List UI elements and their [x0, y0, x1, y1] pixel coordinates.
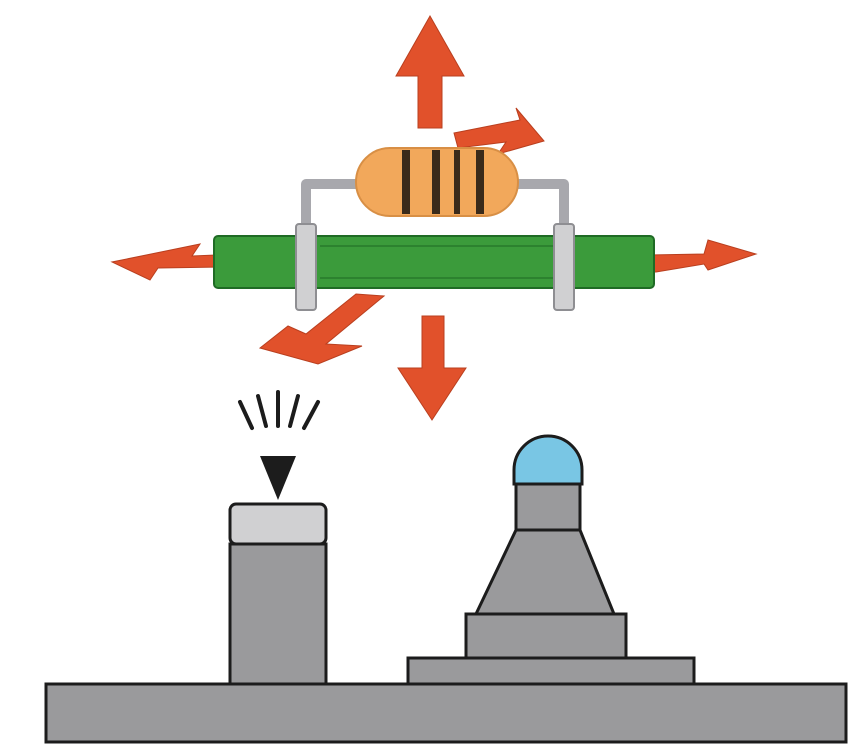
temperature-sensor-icon [228, 502, 328, 686]
resistor-band-2 [432, 150, 440, 214]
sensor-cap [228, 502, 328, 546]
component-base [464, 612, 628, 660]
emission-line-1 [238, 400, 254, 430]
pcb-trace-bar [213, 235, 655, 289]
resistor-icon [355, 147, 519, 217]
component-step-base [406, 656, 696, 686]
sensor-pointer-icon [260, 456, 296, 500]
sensor-body [228, 542, 328, 686]
heat-arrows-group [110, 14, 758, 421]
resistor-band-1 [402, 150, 410, 214]
heat-arrow-down-left-icon [258, 293, 386, 365]
lead-pad-left [295, 223, 317, 311]
resistor-band-4 [476, 150, 484, 214]
resistor-leads [295, 179, 575, 311]
lead-pad-right [553, 223, 575, 311]
component-cone [473, 528, 617, 616]
resistor-band-3 [454, 150, 460, 214]
pcb-trace [213, 235, 655, 289]
emission-line-2 [256, 394, 268, 428]
sensor-emission-lines [238, 390, 320, 430]
base-plate [44, 682, 848, 744]
led-dome-icon [512, 434, 584, 486]
emission-line-5 [302, 400, 320, 430]
heat-arrow-up-icon [395, 14, 465, 129]
emission-line-4 [288, 394, 300, 428]
heat-sink-component-icon [406, 434, 696, 686]
component-neck [514, 482, 582, 532]
heat-arrow-down-icon [397, 315, 467, 421]
